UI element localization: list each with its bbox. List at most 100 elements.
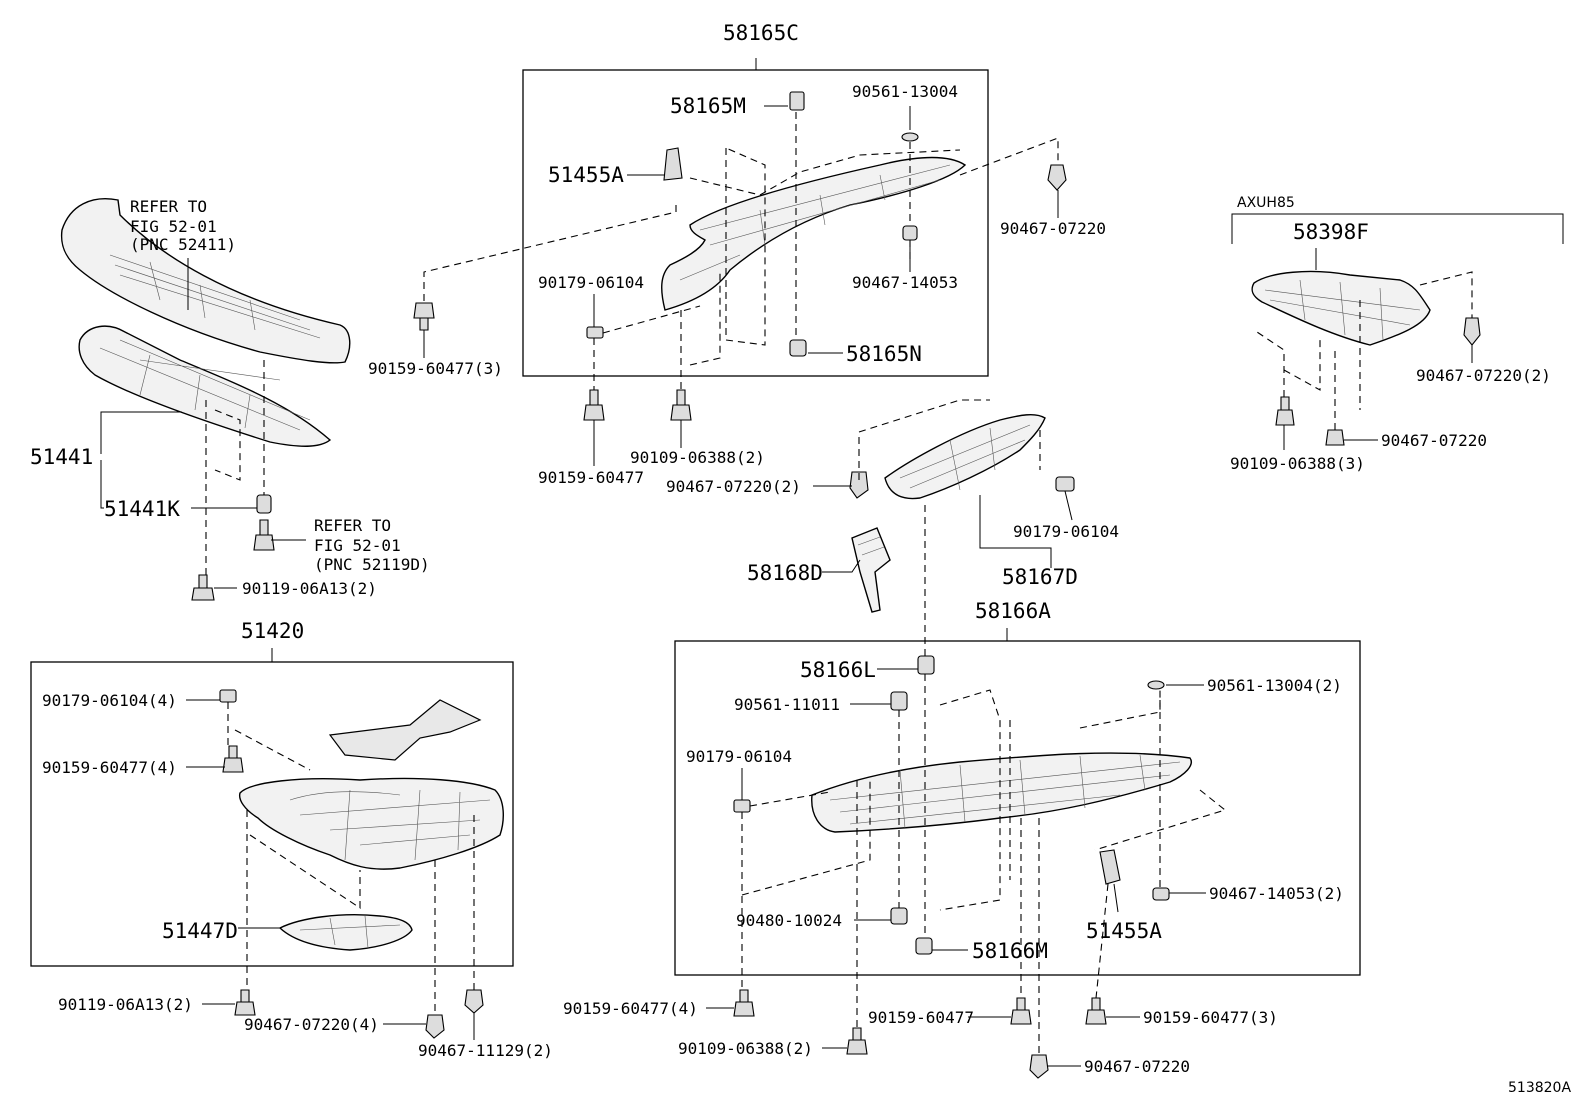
clip-icon [890, 907, 908, 925]
label-90159-60477-3b: 90159-60477(3) [1143, 1008, 1278, 1027]
label-58167D: 58167D [1002, 565, 1078, 589]
bolt-icon [191, 574, 215, 601]
label-90109-06388-2b: 90109-06388(2) [678, 1039, 813, 1058]
label-58398F: 58398F [1293, 220, 1369, 244]
label-58166M: 58166M [972, 939, 1048, 963]
cover-58398F-part [1251, 270, 1431, 346]
label-90480-10024: 90480-10024 [736, 911, 842, 930]
clip-icon [789, 91, 805, 111]
label-58166A: 58166A [975, 599, 1051, 623]
clip-icon [1463, 317, 1481, 346]
bolt-icon [733, 989, 755, 1017]
label-90179-06104-a: 90179-06104 [538, 273, 644, 292]
group-box-51420 [30, 648, 514, 967]
bolt-icon [1085, 997, 1107, 1025]
refer-note-1-line3: (PNC 52411) [130, 235, 236, 254]
diagram-id: 513820A [1508, 1080, 1571, 1096]
label-90467-11129-2: 90467-11129(2) [418, 1041, 553, 1060]
bolt-icon [234, 989, 256, 1016]
label-90159-60477-4b: 90159-60477(4) [563, 999, 698, 1018]
leader-lines [100, 105, 1473, 1067]
clip-icon [464, 989, 484, 1014]
label-58165C: 58165C [723, 21, 799, 45]
refer-note-2-line2: FIG 52-01 [314, 536, 401, 555]
label-58168D: 58168D [747, 561, 823, 585]
clip-icon [1325, 429, 1345, 446]
label-90119-06A13-2a: 90119-06A13(2) [242, 579, 377, 598]
refer-note-2-line3: (PNC 52119D) [314, 555, 430, 574]
label-51455A-bot: 51455A [1086, 919, 1162, 943]
group-box-58165C [522, 58, 989, 377]
clip-icon [915, 937, 933, 955]
label-58166L: 58166L [800, 658, 876, 682]
label-90119-06A13-2b: 90119-06A13(2) [58, 995, 193, 1014]
label-90179-06104-b: 90179-06104 [1013, 522, 1119, 541]
refer-note-1-line2: FIG 52-01 [130, 217, 217, 236]
bracket-58168D-part [851, 527, 891, 613]
label-51455A-top: 51455A [548, 163, 624, 187]
nut-icon [1152, 887, 1170, 901]
nut-icon [901, 132, 919, 142]
bolt-icon [413, 302, 435, 331]
cover-58167D-part [884, 413, 1046, 500]
bracket-icon [1099, 849, 1121, 885]
label-58165N: 58165N [846, 342, 922, 366]
nut-icon [1147, 680, 1165, 690]
label-axuh85: AXUH85 [1237, 195, 1295, 211]
fastener-icons [191, 91, 1481, 1079]
nut-icon [219, 689, 237, 703]
clip-icon [789, 339, 807, 357]
label-90179-06104-c: 90179-06104 [686, 747, 792, 766]
bolt-icon [583, 389, 605, 421]
clip-icon [1047, 164, 1067, 191]
label-90467-07220-a: 90467-07220 [1000, 219, 1106, 238]
label-90561-13004-2: 90561-13004(2) [1207, 676, 1342, 695]
bolt-icon [1010, 997, 1032, 1025]
cover-51420-part [238, 699, 504, 870]
nut-icon [1055, 476, 1075, 492]
label-90467-14053-2: 90467-14053(2) [1209, 884, 1344, 903]
group-box-58166A [674, 628, 1361, 976]
label-58165M: 58165M [670, 94, 746, 118]
clip-icon [425, 1014, 445, 1039]
label-90109-06388-3: 90109-06388(3) [1230, 454, 1365, 473]
bolt-icon [253, 519, 275, 551]
label-90179-06104-4: 90179-06104(4) [42, 691, 177, 710]
cover-51441-part [78, 325, 332, 447]
bolt-icon [222, 745, 244, 773]
refer-note-2-line1: REFER TO [314, 516, 391, 535]
clip-icon [1029, 1054, 1049, 1079]
label-51447D: 51447D [162, 919, 238, 943]
label-90561-11011: 90561-11011 [734, 695, 840, 714]
label-90467-07220-b: 90467-07220 [1381, 431, 1487, 450]
part-labels: 58165C 58165M 90561-13004 51455A 90467-0… [30, 21, 1571, 1096]
axuh85-bracket [1231, 213, 1564, 244]
clip-icon [256, 494, 272, 514]
cover-58165C-part [661, 156, 967, 311]
nut-icon [902, 225, 918, 241]
bolt-icon [846, 1027, 868, 1055]
label-90159-60477-b: 90159-60477 [868, 1008, 974, 1027]
label-90159-60477-3: 90159-60477(3) [368, 359, 503, 378]
label-51441: 51441 [30, 445, 93, 469]
cover-58166A-part [811, 752, 1192, 833]
label-90159-60477-a: 90159-60477 [538, 468, 644, 487]
assembly-lines [205, 112, 1473, 1055]
label-90561-13004: 90561-13004 [852, 82, 958, 101]
label-90467-07220-4: 90467-07220(4) [244, 1015, 379, 1034]
label-51441K: 51441K [104, 497, 180, 521]
label-90467-14053-a: 90467-14053 [852, 273, 958, 292]
label-90109-06388-2a: 90109-06388(2) [630, 448, 765, 467]
clip-icon [890, 691, 908, 711]
nut-icon [586, 326, 604, 339]
cover-51447D-part [278, 914, 413, 951]
label-90159-60477-4a: 90159-60477(4) [42, 758, 177, 777]
label-90467-07220-c: 90467-07220 [1084, 1057, 1190, 1076]
label-90467-07220-2b: 90467-07220(2) [666, 477, 801, 496]
clip-icon [849, 471, 869, 499]
bolt-icon [1275, 396, 1295, 426]
bumper-cover-part [60, 198, 351, 364]
bracket-icon [663, 147, 683, 181]
label-90467-07220-2a: 90467-07220(2) [1416, 366, 1551, 385]
